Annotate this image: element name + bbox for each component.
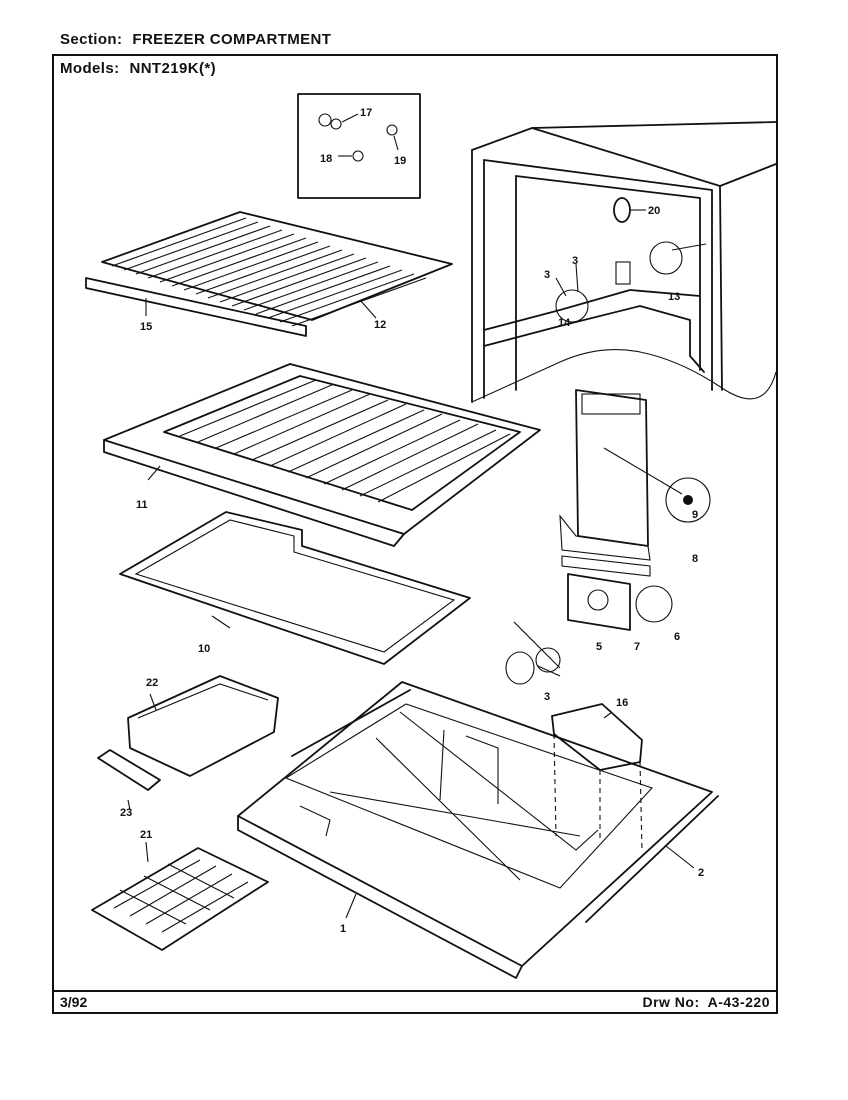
fan-motor-assembly — [505, 573, 673, 685]
revision-date: 3/92 — [60, 994, 88, 1010]
callout-2: 2 — [698, 867, 704, 879]
callout-17: 17 — [360, 107, 372, 119]
section-title: Section: FREEZER COMPARTMENT — [60, 31, 331, 48]
callout-6: 6 — [674, 631, 680, 643]
callout-labels: 17 18 19 20 13 14 3 3 15 12 11 9 8 10 7 … — [120, 107, 704, 935]
wire-shelf-upper — [85, 211, 453, 337]
hardware-inset — [297, 93, 421, 199]
callout-18: 18 — [320, 153, 332, 165]
callout-20: 20 — [648, 205, 660, 217]
callout-14: 14 — [558, 317, 571, 329]
shelf-liner — [119, 511, 471, 665]
callout-12: 12 — [374, 319, 386, 331]
fan-cover-duct — [559, 389, 711, 577]
section-label: Section: — [60, 31, 123, 48]
callout-15: 15 — [140, 321, 152, 333]
evaporator-cover — [551, 703, 643, 851]
callout-21: 21 — [140, 829, 152, 841]
callout-1: 1 — [340, 923, 346, 935]
callout-8: 8 — [692, 553, 698, 565]
callout-23: 23 — [120, 807, 132, 819]
drawing-number-value: A-43-220 — [707, 994, 770, 1010]
callout-11: 11 — [136, 499, 148, 511]
section-value: FREEZER COMPARTMENT — [132, 31, 332, 48]
drawing-label: Drw No: — [642, 994, 700, 1010]
callout-7: 7 — [634, 641, 640, 653]
callout-5: 5 — [596, 641, 602, 653]
callout-3a: 3 — [544, 269, 550, 281]
ice-bin — [127, 675, 279, 777]
freezer-floor-pan — [237, 681, 719, 979]
callout-10: 10 — [198, 643, 210, 655]
models-title: Models: NNT219K(*) — [60, 60, 216, 77]
callout-3: 3 — [544, 691, 550, 703]
callout-3b: 3 — [572, 255, 578, 267]
diagram-frame: Models: NNT219K(*) 3/92 Drw No: A-43-220 — [52, 54, 778, 1014]
callout-22: 22 — [146, 677, 158, 689]
ice-scoop-part — [97, 749, 161, 811]
freezer-cabinet — [471, 121, 777, 403]
callout-16: 16 — [616, 697, 628, 709]
ice-tray — [91, 841, 269, 951]
drawing-number: Drw No: A-43-220 — [642, 994, 770, 1010]
models-value: NNT219K(*) — [129, 60, 216, 77]
callout-19: 19 — [394, 155, 406, 167]
callout-13: 13 — [668, 291, 680, 303]
models-label: Models: — [60, 60, 120, 77]
footer-divider — [54, 990, 776, 992]
freezer-shelf — [103, 363, 541, 547]
callout-9: 9 — [692, 509, 698, 521]
